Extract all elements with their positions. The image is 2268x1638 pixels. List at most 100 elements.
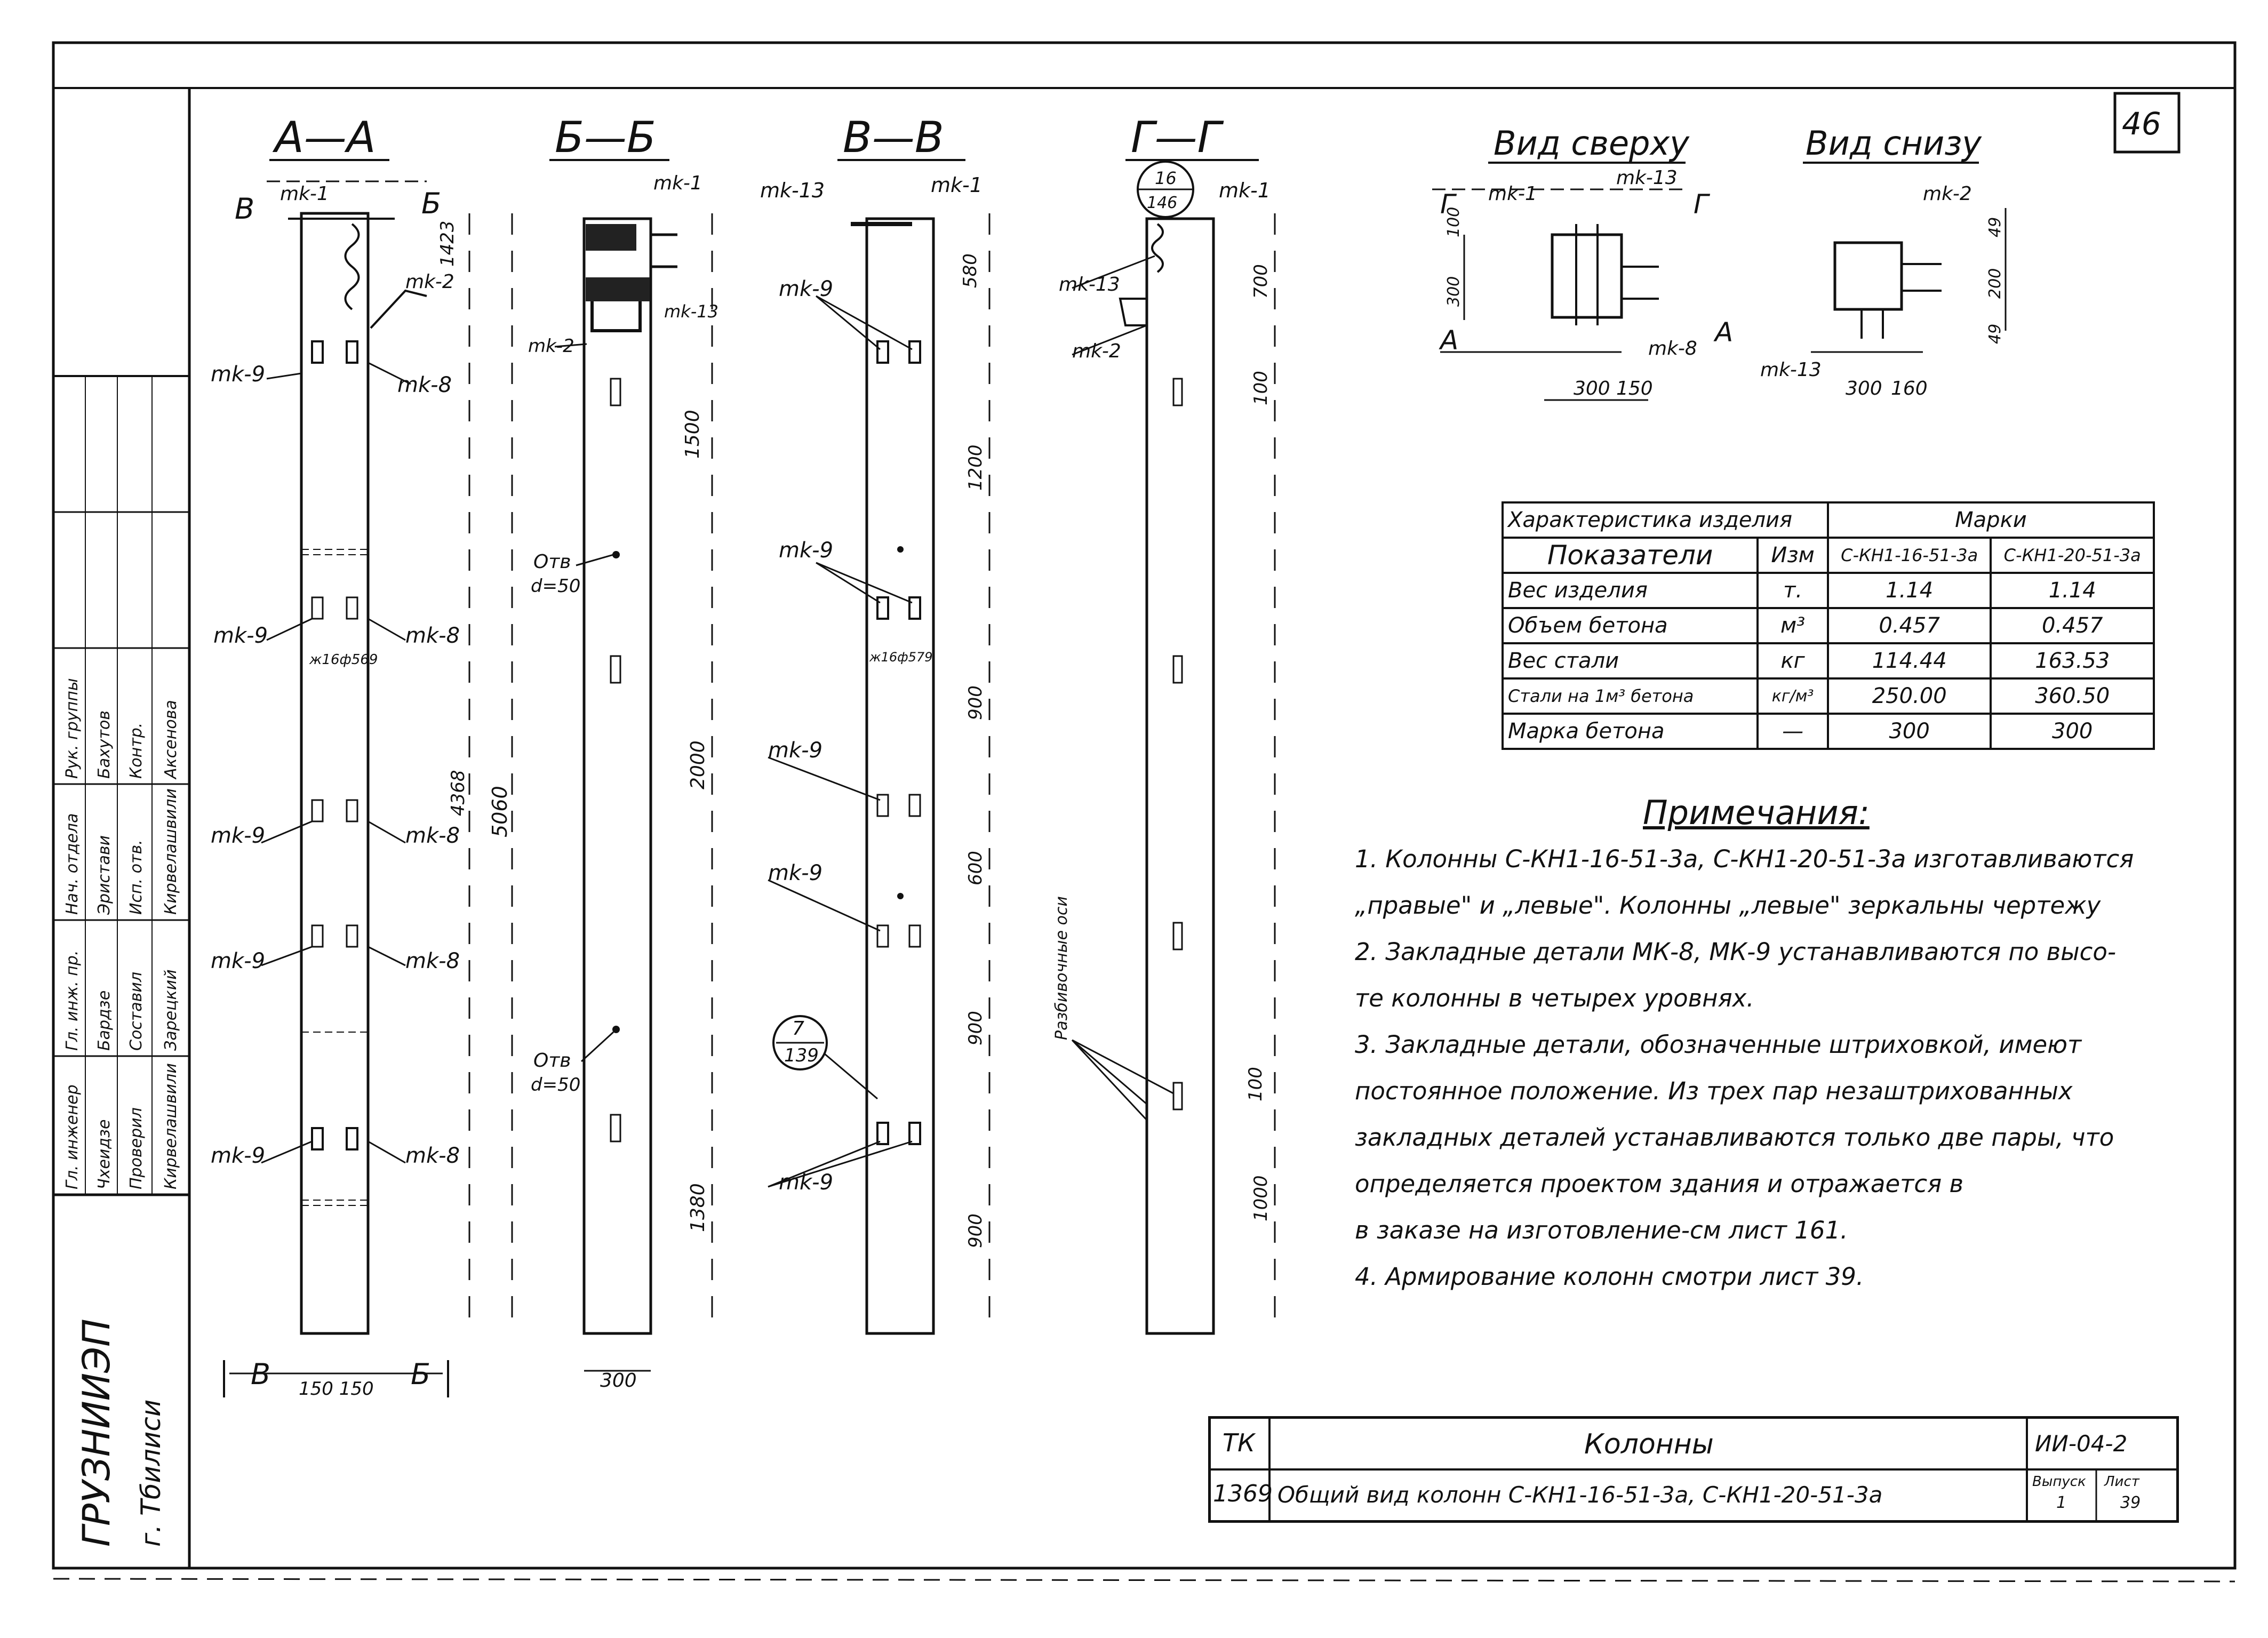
spec-header-right: Марки <box>1826 501 2155 539</box>
aa-mk8-c: mk-8 <box>405 824 460 848</box>
top-cut-a-right: А <box>1713 317 1733 348</box>
notes-block: Примечания: 1. Колонны С-КН1-16-51-3а, С… <box>1355 789 2187 1300</box>
stamp-r3c2: Кирвелашвили <box>162 788 180 915</box>
bottom-dim-49a: 49 <box>1986 217 2005 237</box>
title-block: ТК 1369 Колонны Общий вид колонн С-КН1-1… <box>1208 1416 2179 1523</box>
gg-ref-16: 16 <box>1155 168 1177 188</box>
gg-grid-axes: Разбивочные оси <box>1052 896 1071 1040</box>
top-cut-a-left: А <box>1439 325 1458 356</box>
bb-otv-d-a: d=50 <box>531 576 580 597</box>
vv-mk9-c: mk-9 <box>768 738 822 763</box>
trim-line <box>53 1578 2235 1583</box>
sheet-number-box <box>2113 92 2181 154</box>
vv-dim-900a: 900 <box>965 685 986 720</box>
top-dim-100: 100 <box>1444 207 1463 237</box>
title-block-grid <box>1211 1419 2176 1520</box>
stamp-r1c0: Чхеидзе <box>95 1120 114 1189</box>
gg-dim-1000: 1000 <box>1250 1175 1272 1221</box>
top-dim-300: 300 <box>1574 378 1610 399</box>
stamp-r2c3: Контр. <box>127 723 146 779</box>
gg-mk1: mk-1 <box>1219 179 1271 202</box>
aa-dim-bottom: 150 150 <box>299 1378 374 1400</box>
top-mk13-b: mk-13 <box>1760 359 1822 381</box>
bb-dim-1500: 1500 <box>682 410 704 459</box>
section-label-aa: А—А <box>272 113 376 162</box>
section-vv <box>768 213 991 1335</box>
title-name: Колонны <box>1584 1428 1714 1460</box>
title-issue-label: Выпуск <box>2032 1474 2086 1490</box>
bb-mk13: mk-13 <box>664 301 718 322</box>
note-line: 2. Закладные детали МК-8, МК-9 устанавли… <box>1355 938 2117 966</box>
left-stamp <box>53 375 189 1196</box>
view-bottom <box>1811 208 2007 353</box>
vv-dim-900b: 900 <box>965 1011 986 1045</box>
aa-cut-b: Б <box>421 187 441 220</box>
sheet-number: 46 <box>2122 106 2161 142</box>
section-label-vv: В—В <box>843 113 944 162</box>
section-label-bb: Б—Б <box>555 113 656 162</box>
note-line: в заказе на изготовление-см лист 161. <box>1355 1216 1848 1244</box>
note-line: закладных деталей устанавливаются только… <box>1355 1123 2114 1152</box>
vv-mk1: mk-1 <box>931 173 983 197</box>
bb-mk2: mk-2 <box>528 335 574 357</box>
aa-mk9-b: mk-9 <box>213 624 268 648</box>
top-dim-300v: 300 <box>1444 276 1463 307</box>
bb-dim-1380: 1380 <box>687 1183 709 1232</box>
view-top <box>1432 188 1688 401</box>
title-tk: ТК <box>1223 1428 1255 1457</box>
bb-otv-b: Отв <box>533 1050 571 1072</box>
section-bb <box>554 213 713 1372</box>
vv-dim-600: 600 <box>965 851 986 885</box>
aa-mk9-e: mk-9 <box>211 1144 265 1168</box>
view-top-label: Вид сверху <box>1494 124 1690 163</box>
vv-mk9-e: mk-9 <box>779 1170 833 1195</box>
stamp-r0c0: Гл. инженер <box>63 1084 82 1189</box>
title-series: ИИ-04-2 <box>2035 1431 2128 1457</box>
gg-dim-700: 700 <box>1250 264 1272 299</box>
top-dim-150: 150 <box>1616 378 1653 399</box>
spec-col-3: С-КН1-20-51-3а <box>1990 537 2155 574</box>
gg-dim-100a: 100 <box>1250 371 1272 405</box>
aa-mk8-d: mk-8 <box>405 949 460 973</box>
aa-mk9-a: mk-9 <box>211 362 265 387</box>
stamp-r0c3: Рук. группы <box>63 678 82 779</box>
title-sheet-label: Лист <box>2104 1474 2139 1490</box>
note-line: 4. Армирование колонн смотри лист 39. <box>1355 1263 1864 1291</box>
outer-frame <box>52 41 2237 1570</box>
aa-mk8-b: mk-8 <box>405 624 460 648</box>
aa-mk8-e: mk-8 <box>405 1144 460 1168</box>
stamp-r2c2: Исп. отв. <box>127 840 146 915</box>
spec-header-left: Характеристика изделия <box>1502 501 1829 539</box>
aa-cut-v-bottom: В <box>251 1357 270 1391</box>
stamp-r0c2: Нач. отдела <box>63 813 82 915</box>
aa-dim-top: 1423 <box>437 220 458 267</box>
spec-table: Характеристика изделия Марки Показатели … <box>1501 501 2155 750</box>
stamp-r3c3: Аксенова <box>162 700 180 780</box>
gg-mk2: mk-2 <box>1072 340 1121 362</box>
vv-dim-900c: 900 <box>965 1213 986 1248</box>
gg-mk13: mk-13 <box>1059 274 1120 295</box>
stamp-r3c1: Зарецкий <box>162 969 180 1051</box>
title-code: 1369 <box>1213 1480 1273 1507</box>
section-aa <box>223 180 513 1397</box>
vv-mk9-a: mk-9 <box>779 277 833 301</box>
view-bottom-label: Вид снизу <box>1806 124 1982 163</box>
bottom-mk2: mk-2 <box>1923 183 1972 205</box>
top-mk8: mk-8 <box>1648 338 1697 359</box>
stamp-r2c1: Составил <box>127 972 146 1051</box>
vv-dim-580: 580 <box>960 253 981 288</box>
stamp-city: г. Тбилиси <box>135 1400 166 1547</box>
vv-ref-7: 7 <box>792 1018 804 1040</box>
bb-dim-300: 300 <box>600 1370 637 1392</box>
note-line: „правые" и „левые". Колонны „левые" зерк… <box>1355 891 2101 920</box>
bottom-dim-49b: 49 <box>1986 324 2005 344</box>
stamp-r1c3: Бахутов <box>95 710 114 779</box>
stamp-r2c0: Проверил <box>127 1107 146 1189</box>
note-line: те колонны в четырех уровнях. <box>1355 984 1754 1012</box>
vv-dim-1200: 1200 <box>965 444 986 491</box>
spec-col-1: Изм <box>1756 537 1829 574</box>
